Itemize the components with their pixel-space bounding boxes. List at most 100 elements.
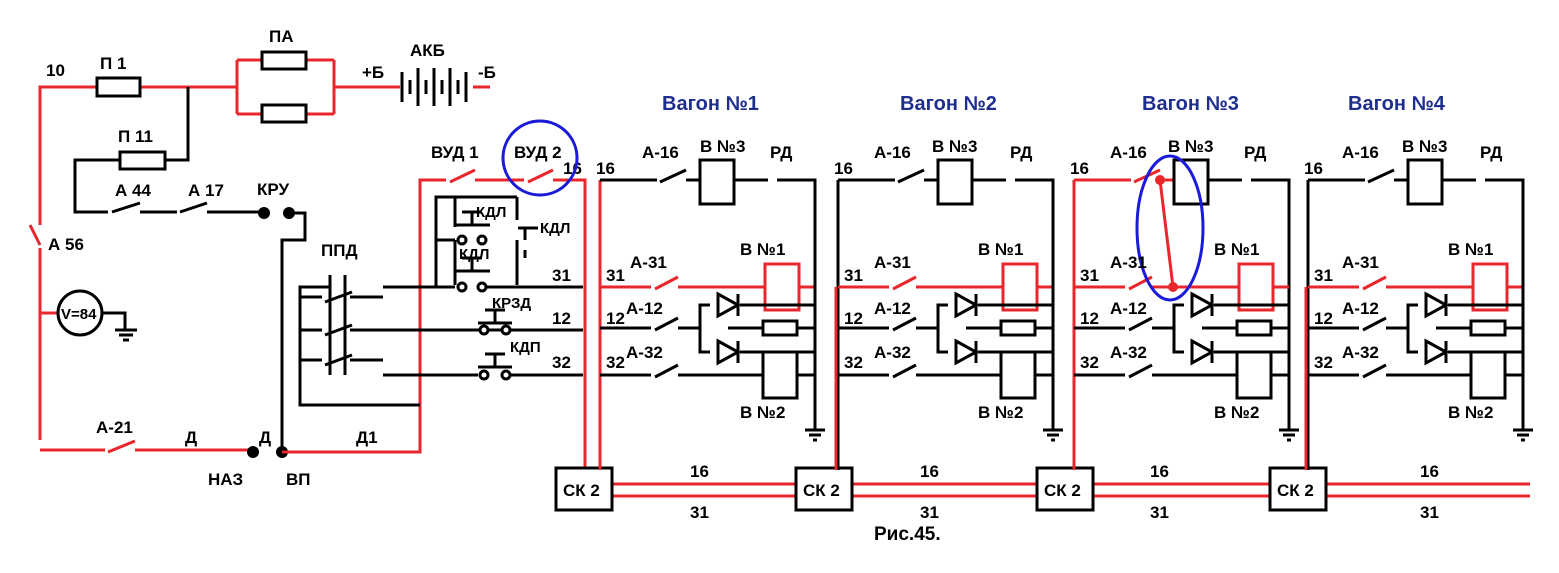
b3-label: В №3 <box>1168 137 1213 156</box>
plus-b-label: +Б <box>362 63 384 82</box>
fuse-pa-label: ПА <box>269 27 294 46</box>
rd-label: РД <box>1244 143 1266 162</box>
vud1-label: ВУД 1 <box>431 143 479 162</box>
vud2-label: ВУД 2 <box>514 143 562 162</box>
wagon-title: Вагон №4 <box>1348 93 1446 115</box>
jumper-highlight-ellipse <box>1135 154 1205 302</box>
fuse-p1-label: П 1 <box>100 54 126 73</box>
naz-label: НАЗ <box>208 470 243 489</box>
rd-label: РД <box>1010 143 1032 162</box>
d-mid-label: Д <box>259 428 271 447</box>
wagon-title: Вагон №1 <box>662 93 759 115</box>
kdp-label: КДП <box>510 339 541 356</box>
wire-31-label: 31 <box>552 266 571 285</box>
a12-label: А-12 <box>1342 299 1379 318</box>
sk-connector-3: СК 2 <box>1035 466 1095 512</box>
b2-label: В №2 <box>978 403 1023 422</box>
train-bus: 16 31 16 31 16 31 16 31 <box>612 462 1530 522</box>
a16-label: А-16 <box>874 143 911 162</box>
kdl2-label: КДЛ <box>540 220 570 237</box>
d1-label: Д1 <box>356 428 378 447</box>
a12-label: А-12 <box>626 299 663 318</box>
w12: 12 <box>1080 309 1099 328</box>
w12: 12 <box>1314 309 1333 328</box>
voltmeter-label: V=84 <box>61 306 97 323</box>
a32-label: А-32 <box>1110 343 1147 362</box>
b2-label: В №2 <box>740 403 785 422</box>
b3-label: В №3 <box>700 137 745 156</box>
a17-label: А 17 <box>188 181 224 200</box>
b1-label: В №1 <box>978 240 1023 259</box>
b3-label: В №3 <box>932 137 977 156</box>
b3-label: В №3 <box>1402 137 1447 156</box>
b2-label: В №2 <box>1448 403 1493 422</box>
sk-connector-2: СК 2 <box>794 466 854 512</box>
w31: 31 <box>1080 266 1099 285</box>
power-labels: 10 П 1 ПА АКБ +Б -Б П 11 А 44 А 17 КРУ А… <box>46 27 582 489</box>
w32: 32 <box>844 353 863 372</box>
power-section <box>28 50 587 470</box>
kru-label: КРУ <box>257 180 289 199</box>
wagon-1: Вагон №1 16 А-16 В №3 РД В №1 31 А-31 12… <box>596 93 825 470</box>
b2-label: В №2 <box>1214 403 1259 422</box>
wagon-title: Вагон №2 <box>900 93 997 115</box>
minus-b-label: -Б <box>478 63 496 82</box>
a31-label: А-31 <box>1342 253 1379 272</box>
vud2-highlight-circle <box>501 119 579 197</box>
wire-10-label: 10 <box>46 61 65 80</box>
svg-text:СК 2: СК 2 <box>563 481 600 500</box>
a12-label: А-12 <box>874 299 911 318</box>
w32: 32 <box>1314 353 1333 372</box>
a32-label: А-32 <box>874 343 911 362</box>
ppd-label: ППД <box>321 241 358 260</box>
bus-16-label-2: 16 <box>920 462 939 481</box>
a21-label: А-21 <box>96 418 133 437</box>
fuse-p1 <box>95 76 142 98</box>
w31: 31 <box>844 266 863 285</box>
sk-connector-4: СК 2 <box>1268 466 1328 512</box>
bus-16-label-1: 16 <box>690 462 709 481</box>
kdl1-label: КДЛ <box>476 204 506 221</box>
bus-31-label-3: 31 <box>1150 503 1169 522</box>
fuse-p11-label: П 11 <box>118 127 153 146</box>
w12: 12 <box>844 309 863 328</box>
battery-label: АКБ <box>410 41 445 60</box>
b1-label: В №1 <box>1448 240 1493 259</box>
bus-16-label-3: 16 <box>1150 462 1169 481</box>
w12: 12 <box>606 309 625 328</box>
a16-label: А-16 <box>642 143 679 162</box>
a32-label: А-32 <box>1342 343 1379 362</box>
wagon-3: Вагон №3 16 А-16 В №3 РД В №1 31 А-31 12… <box>1070 93 1299 470</box>
w16: 16 <box>596 159 615 178</box>
naz-contact <box>247 446 259 458</box>
a32-label: А-32 <box>626 343 663 362</box>
rd-label: РД <box>770 143 792 162</box>
wire-32-label: 32 <box>552 353 571 372</box>
bus-31-label-2: 31 <box>920 503 939 522</box>
wire-12-label: 12 <box>552 309 571 328</box>
a31-label: А-31 <box>1110 253 1147 272</box>
bus-31-label-1: 31 <box>690 503 709 522</box>
a31-label: А-31 <box>630 253 667 272</box>
a56-label: А 56 <box>48 235 84 254</box>
vp-label: ВП <box>286 470 311 489</box>
bus-16-label-4: 16 <box>1420 462 1439 481</box>
b1-label: В №1 <box>1214 240 1259 259</box>
figure-caption: Рис.45. <box>874 524 941 545</box>
svg-text:СК 2: СК 2 <box>1277 481 1314 500</box>
wagon-2: Вагон №2 16 А-16 В №3 РД В №1 31 А-31 12… <box>834 93 1063 470</box>
a16-label: А-16 <box>1342 143 1379 162</box>
a44-label: А 44 <box>115 181 151 200</box>
fuse-pa-1 <box>260 50 308 71</box>
w32: 32 <box>606 353 625 372</box>
w31: 31 <box>606 266 625 285</box>
svg-text:СК 2: СК 2 <box>1044 481 1081 500</box>
kdl3-label: КДЛ <box>459 246 489 263</box>
svg-text:СК 2: СК 2 <box>803 481 840 500</box>
fuse-pa-2 <box>260 103 308 124</box>
fuse-p11 <box>118 150 167 171</box>
b1-label: В №1 <box>740 240 785 259</box>
a31-label: А-31 <box>874 253 911 272</box>
sk-connector-1: СК 2 <box>554 466 614 512</box>
